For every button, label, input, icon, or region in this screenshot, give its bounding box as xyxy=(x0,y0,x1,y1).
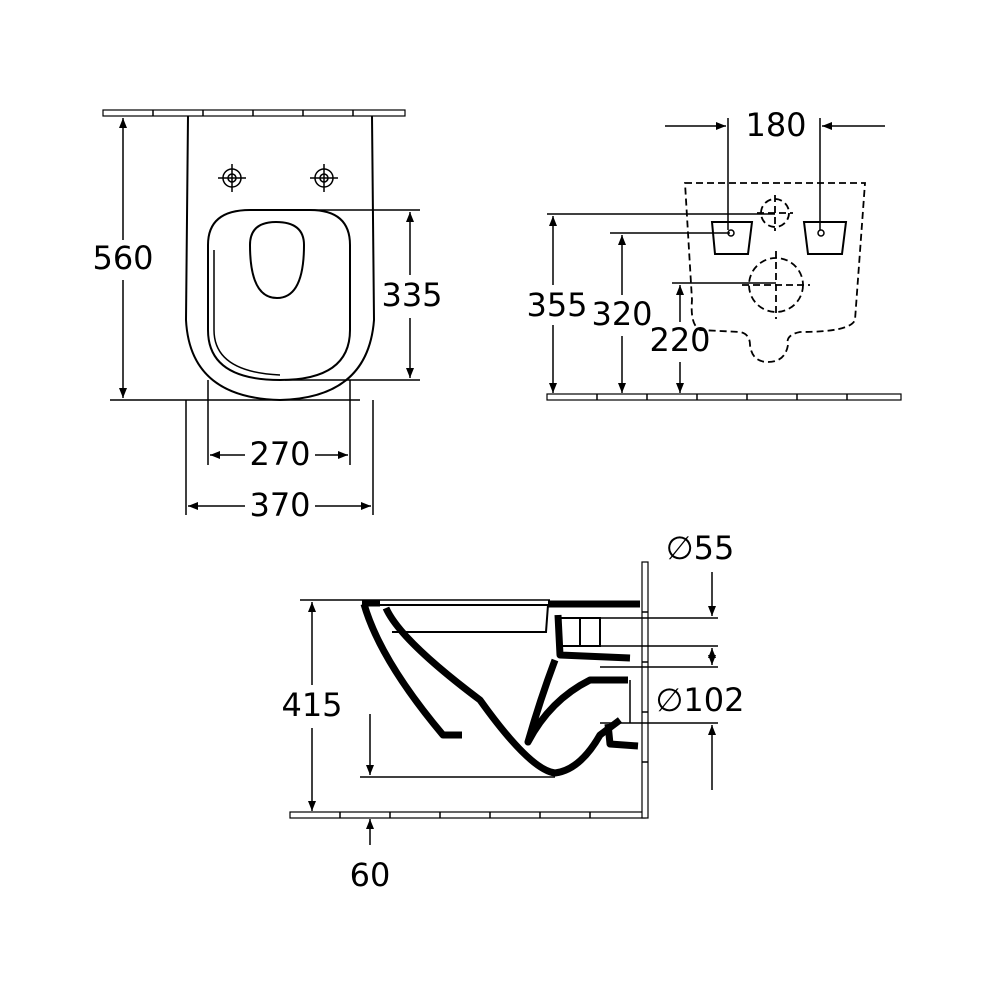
bowl-rear-outline xyxy=(684,182,866,363)
dimension-335: 335 xyxy=(381,276,442,314)
dimension-355: 355 xyxy=(526,286,587,324)
dimension-60: 60 xyxy=(350,856,391,894)
inlet-circle xyxy=(760,198,790,228)
seat-opening xyxy=(248,220,306,300)
dimension-415: 415 xyxy=(281,686,342,724)
dimension-270: 270 xyxy=(249,435,310,473)
front-view: 560 335 270 370 xyxy=(92,109,443,524)
floor xyxy=(546,393,902,401)
dimension-320: 320 xyxy=(591,295,652,333)
dimension-370: 370 xyxy=(249,486,310,524)
mount-hole-left xyxy=(710,221,754,255)
bolt-icon xyxy=(218,164,246,192)
wall-top xyxy=(102,109,406,117)
bolt-icon xyxy=(310,164,338,192)
dimension-diameter-55: ∅55 xyxy=(666,529,735,567)
outlet-pipe xyxy=(604,723,639,750)
wall xyxy=(641,561,649,819)
bowl-section xyxy=(360,599,640,777)
dimension-180: 180 xyxy=(745,106,806,144)
seat-outline xyxy=(207,209,351,382)
floor xyxy=(289,811,646,819)
dimension-220: 220 xyxy=(649,321,710,359)
side-view: 415 60 ∅55 ∅102 xyxy=(281,529,744,894)
dimension-diameter-102: ∅102 xyxy=(656,681,745,719)
mount-hole-right xyxy=(802,221,848,255)
dimension-560: 560 xyxy=(92,239,153,277)
inlet-connector xyxy=(559,617,601,647)
rear-view: 180 355 320 220 xyxy=(526,106,902,401)
